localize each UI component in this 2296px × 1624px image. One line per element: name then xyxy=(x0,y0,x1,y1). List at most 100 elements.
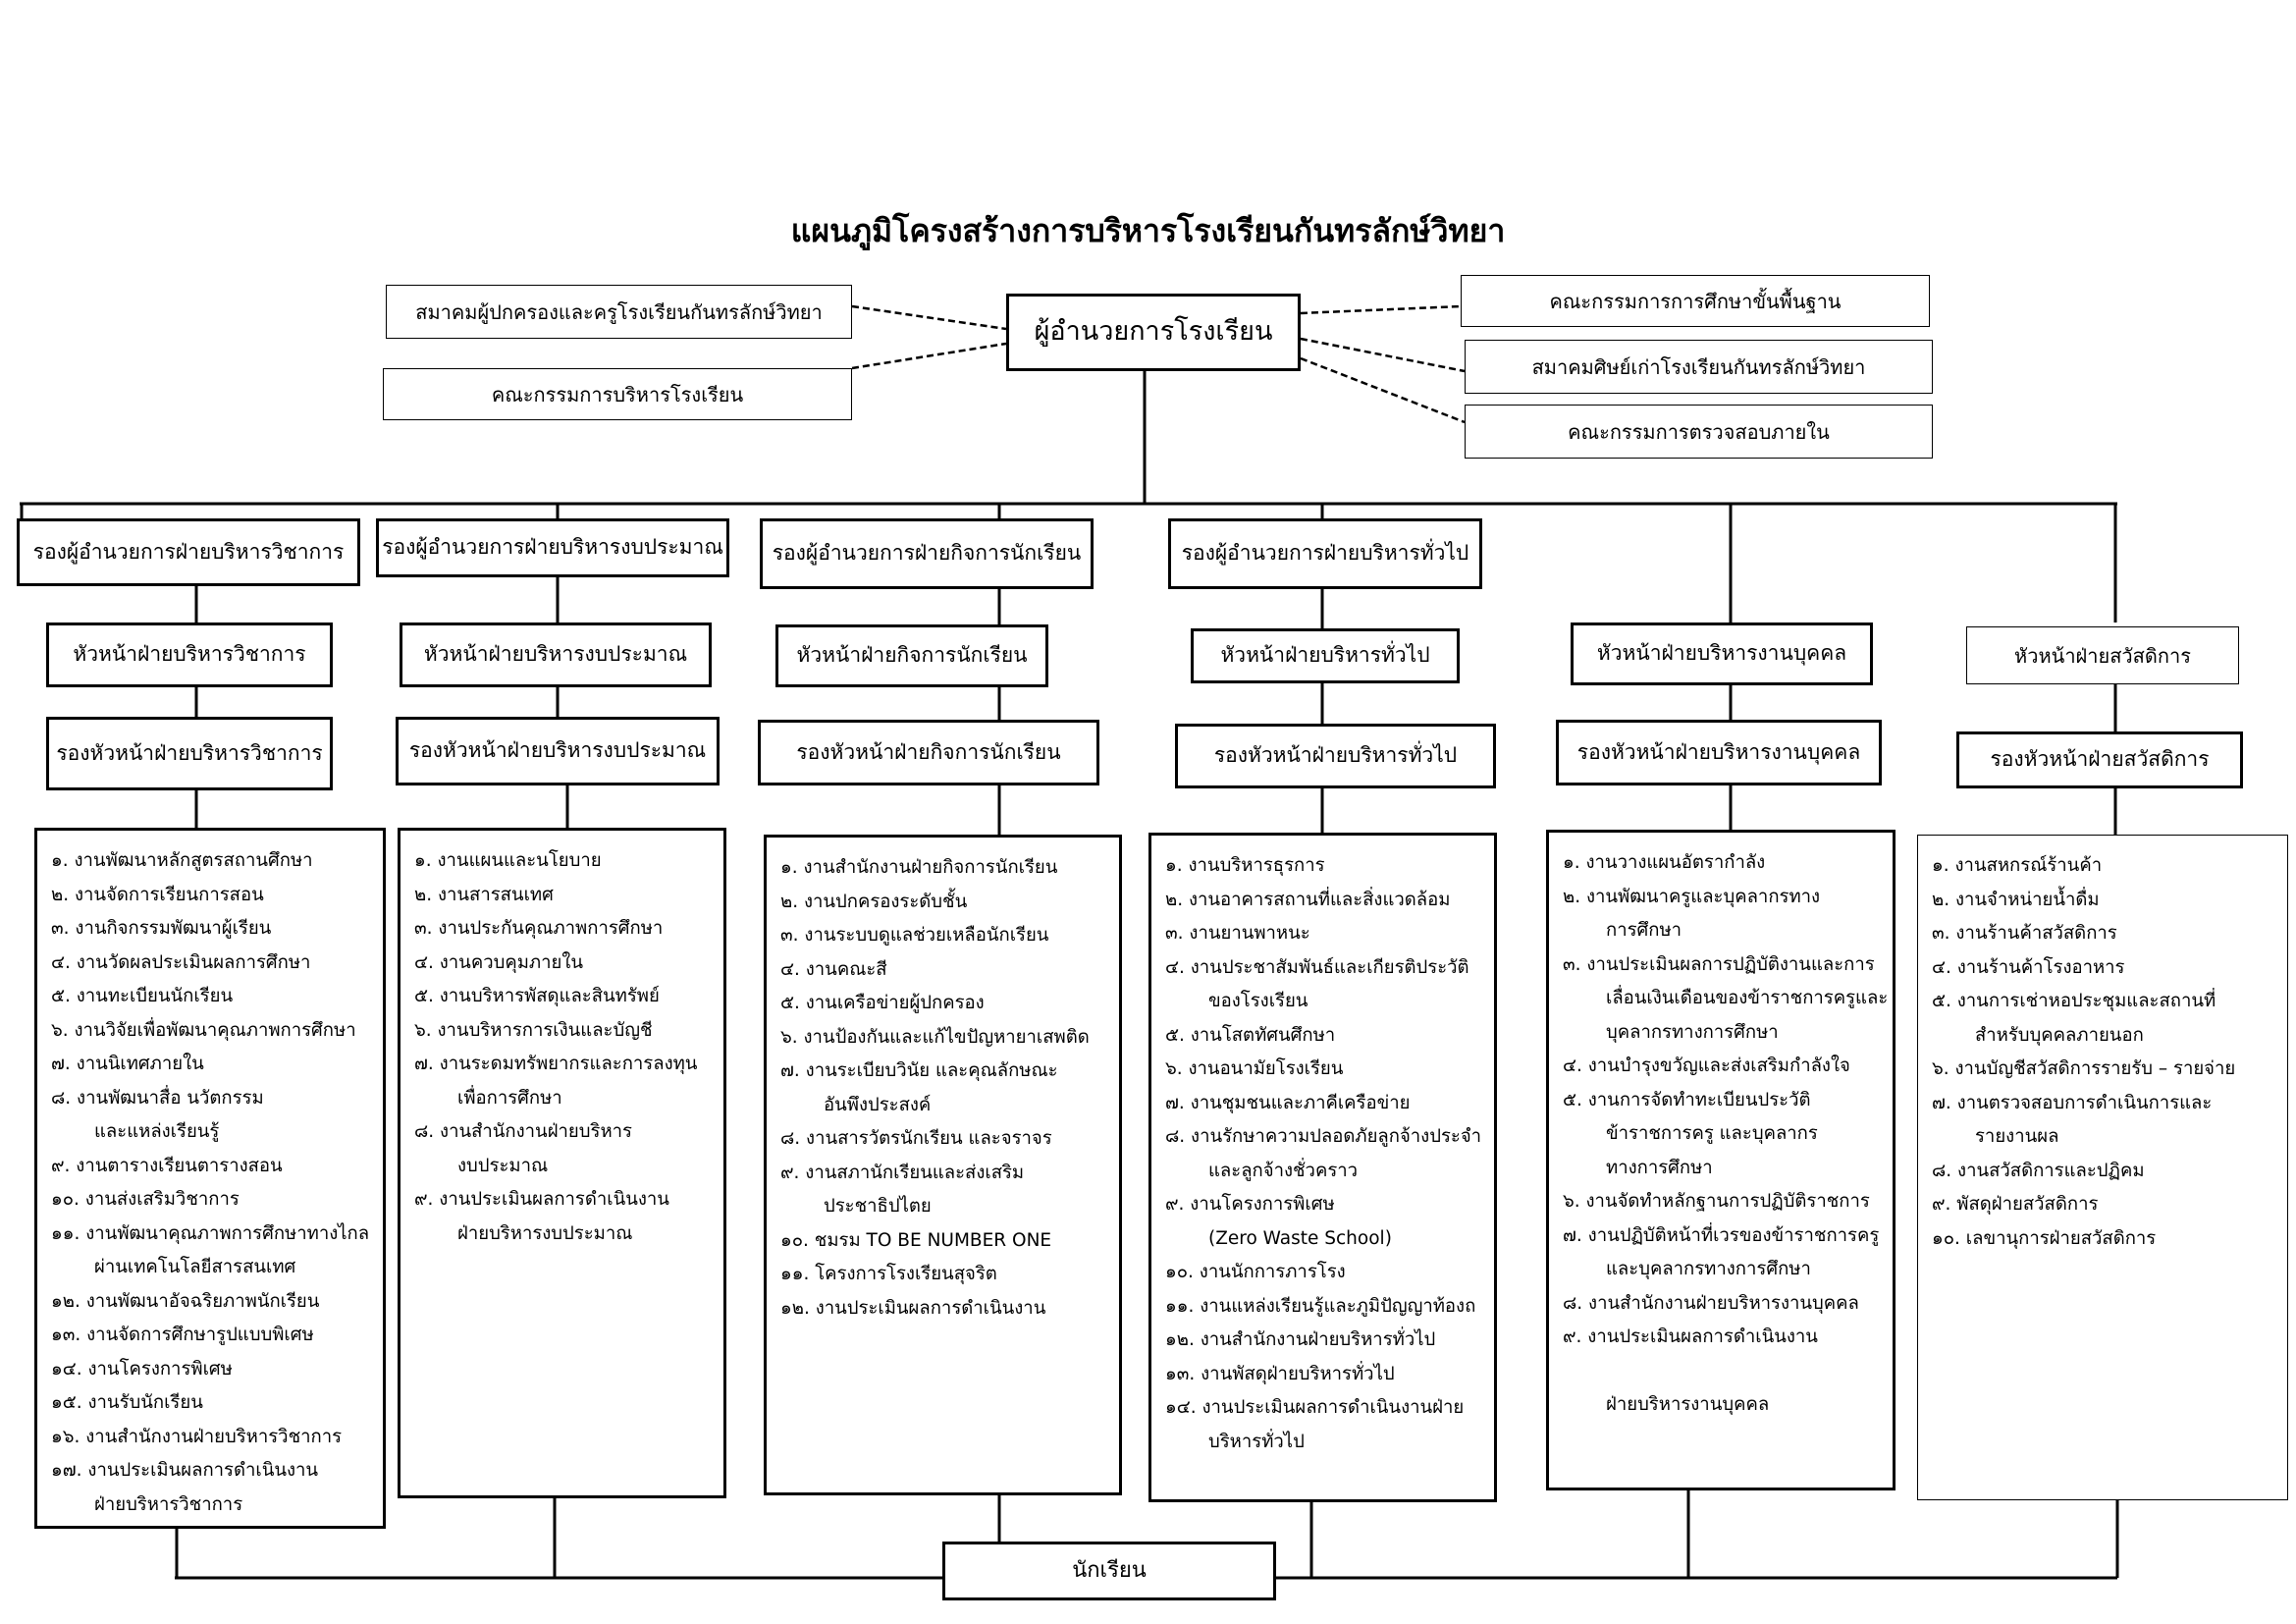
task-item: ๑. งานบริหารธุรการ xyxy=(1165,855,1325,876)
head-welfare: หัวหน้าฝ่ายสวัสดิการ xyxy=(1966,626,2239,684)
task-item: ๑. งานสำนักงานฝ่ายกิจการนักเรียน xyxy=(780,857,1058,878)
task-item: ๕. งานทะเบียนนักเรียน xyxy=(51,986,234,1006)
task-list-academic: ๑. งานพัฒนาหลักสูตรสถานศึกษา๒. งานจัดการ… xyxy=(34,828,386,1529)
head-general-admin: หัวหน้าฝ่ายบริหารทั่วไป xyxy=(1191,628,1460,683)
task-item: ๘. งานสำนักงานฝ่ายบริหาร xyxy=(414,1121,632,1142)
task-item: ๖. งานบริหารการเงินและบัญชี xyxy=(414,1019,653,1041)
task-item: ๘. งานสวัสดิการและปฏิคม xyxy=(1932,1160,2145,1181)
task-item: ๗. งานนิเทศภายใน xyxy=(51,1054,204,1074)
task-item: ๒. งานสารสนเทศ xyxy=(414,884,554,905)
task-item: และลูกจ้างชั่วคราว xyxy=(1208,1160,1359,1181)
alumni-association-box: สมาคมศิษย์เก่าโรงเรียนกันทรลักษ์วิทยา xyxy=(1465,340,1933,394)
deputy-head-academic: รองหัวหน้าฝ่ายบริหารวิชาการ xyxy=(46,717,333,790)
task-item: ๕. งานการจัดทำทะเบียนประวัติ xyxy=(1563,1089,1811,1110)
task-item: ๘. งานพัฒนาสื่อ นวัตกรรม xyxy=(51,1087,264,1109)
task-item: ๑๒. งานประเมินผลการดำเนินงาน xyxy=(780,1297,1046,1319)
task-item: ๙. งานประเมินผลการดำเนินงาน xyxy=(414,1189,669,1210)
task-item: ๑๕. งานรับนักเรียน xyxy=(51,1392,203,1413)
task-item: ๔. งานบำรุงขวัญและส่งเสริมกำลังใจ xyxy=(1563,1056,1850,1076)
task-item: ๑๒. งานสำนักงานฝ่ายบริหารทั่วไป xyxy=(1165,1329,1436,1350)
director-box: ผู้อำนวยการโรงเรียน xyxy=(1006,294,1301,371)
task-item: เพื่อการศึกษา xyxy=(457,1087,562,1109)
deputy-head-general-admin: รองหัวหน้าฝ่ายบริหารทั่วไป xyxy=(1175,724,1496,788)
task-list-student-affairs: ๑. งานสำนักงานฝ่ายกิจการนักเรียน๒. งานปก… xyxy=(764,835,1122,1495)
deputy-director-budget: รองผู้อำนวยการฝ่ายบริหารงบประมาณ xyxy=(376,518,729,577)
task-item: ๑๐. เลขานุการฝ่ายสวัสดิการ xyxy=(1932,1227,2157,1249)
task-item: ๑๑. งานแหล่งเรียนรู้และภูมิปัญญาท้องถ xyxy=(1165,1295,1476,1317)
task-item: และแหล่งเรียนรู้ xyxy=(94,1121,220,1142)
task-item: ๖. งานป้องกันและแก้ไขปัญหายาเสพติด xyxy=(780,1026,1090,1048)
task-item: ๘. งานรักษาความปลอดภัยลูกจ้างประจำ xyxy=(1165,1126,1482,1147)
deputy-head-budget: รองหัวหน้าฝ่ายบริหารงบประมาณ xyxy=(396,717,720,785)
task-item: สำหรับบุคคลภายนอก xyxy=(1975,1024,2144,1046)
task-item: ๗. งานชุมชนและภาคีเครือข่าย xyxy=(1165,1092,1411,1113)
task-item: ๑๔. งานประเมินผลการดำเนินงานฝ่าย xyxy=(1165,1397,1465,1418)
task-item: ๙. งานประเมินผลการดำเนินงาน xyxy=(1563,1326,1818,1347)
task-item: ฝ่ายบริหารงานบุคคล xyxy=(1606,1394,1770,1415)
task-item: ๕. งานโสตทัศนศึกษา xyxy=(1165,1024,1336,1046)
task-item: ๙. งานโครงการพิเศษ xyxy=(1165,1194,1335,1215)
task-item: ข้าราชการครู และบุคลากร xyxy=(1606,1123,1818,1144)
task-item: ๑๔. งานโครงการพิเศษ xyxy=(51,1358,233,1380)
parents-teachers-association-box: สมาคมผู้ปกครองและครูโรงเรียนกันทรลักษ์วิ… xyxy=(386,285,852,339)
task-item: ๑๑. โครงการโรงเรียนสุจริต xyxy=(780,1264,997,1284)
task-item: ๗. งานปฏิบัติหน้าที่เวรของข้าราชการครู xyxy=(1563,1224,1880,1246)
task-item: ๑. งานแผนและนโยบาย xyxy=(414,850,602,871)
task-item: ๑๐. ชมรม TO BE NUMBER ONE xyxy=(780,1229,1052,1251)
task-item: ๒. งานจำหน่ายน้ำดื่ม xyxy=(1932,889,2100,910)
task-item xyxy=(1563,1355,1885,1389)
task-item: ๑. งานพัฒนาหลักสูตรสถานศึกษา xyxy=(51,850,313,871)
task-item: ๑๐. งานส่งเสริมวิชาการ xyxy=(51,1189,240,1210)
task-item: งบประมาณ xyxy=(457,1155,549,1176)
task-item: ๖. งานวิจัยเพื่อพัฒนาคุณภาพการศึกษา xyxy=(51,1019,356,1041)
task-item: ๗. งานระเบียบวินัย และคุณลักษณะ xyxy=(780,1060,1058,1081)
task-item: ๑. งานวางแผนอัตรากำลัง xyxy=(1563,852,1766,873)
task-item: ๘. งานสารวัตรนักเรียน และจราจร xyxy=(780,1128,1052,1149)
task-item: ๕. งานการเช่าหอประชุมและสถานที่ xyxy=(1932,991,2216,1011)
basic-education-committee-box: คณะกรรมการการศึกษาขั้นพื้นฐาน xyxy=(1461,275,1930,327)
task-item: ๖. งานจัดทำหลักฐานการปฏิบัติราชการ xyxy=(1563,1191,1870,1212)
deputy-director-general-admin: รองผู้อำนวยการฝ่ายบริหารทั่วไป xyxy=(1168,518,1482,589)
task-item: ของโรงเรียน xyxy=(1208,991,1308,1011)
task-item: ๗. งานตรวจสอบการดำเนินการและ xyxy=(1932,1092,2213,1113)
task-item: บุคลากรทางการศึกษา xyxy=(1606,1021,1779,1043)
students-box: นักเรียน xyxy=(942,1542,1276,1600)
task-item: ๒. งานอาคารสถานที่และสิ่งแวดล้อม xyxy=(1165,889,1451,910)
task-item: ๕. งานบริหารพัสดุและสินทรัพย์ xyxy=(414,986,660,1006)
task-item: ๗. งานระดมทรัพยากรและการลงทุน xyxy=(414,1054,698,1074)
task-item: ๑๓. งานพัสดุฝ่ายบริหารทั่วไป xyxy=(1165,1363,1395,1384)
task-item: ๑๗. งานประเมินผลการดำเนินงาน xyxy=(51,1460,319,1481)
task-item: ๑๓. งานจัดการศึกษารูปแบบพิเศษ xyxy=(51,1325,314,1345)
deputy-head-welfare: รองหัวหน้าฝ่ายสวัสดิการ xyxy=(1956,731,2243,788)
task-list-welfare: ๑. งานสหกรณ์ร้านค้า๒. งานจำหน่ายน้ำดื่ม๓… xyxy=(1917,835,2288,1500)
task-item: ๔. งานวัดผลประเมินผลการศึกษา xyxy=(51,951,311,973)
task-item: ๖. งานอนามัยโรงเรียน xyxy=(1165,1058,1344,1079)
task-item: ๓. งานกิจกรรมพัฒนาผู้เรียน xyxy=(51,918,272,939)
task-item: ประชาธิปไตย xyxy=(824,1196,932,1217)
task-item: ๓. งานร้านค้าสวัสดิการ xyxy=(1932,923,2117,944)
task-item: รายงานผล xyxy=(1975,1126,2059,1147)
task-list-personnel: ๑. งานวางแผนอัตรากำลัง๒. งานพัฒนาครูและบ… xyxy=(1546,830,1896,1490)
head-academic: หัวหน้าฝ่ายบริหารวิชาการ xyxy=(46,623,333,687)
deputy-head-student-affairs: รองหัวหน้าฝ่ายกิจการนักเรียน xyxy=(758,720,1099,785)
task-item: ๔. งานคณะสี xyxy=(780,958,887,980)
task-item: ๓. งานระบบดูแลช่วยเหลือนักเรียน xyxy=(780,925,1049,946)
chart-title: แผนภูมิโครงสร้างการบริหารโรงเรียนกันทรลั… xyxy=(790,212,1506,249)
task-list-general-admin: ๑. งานบริหารธุรการ๒. งานอาคารสถานที่และส… xyxy=(1148,833,1497,1502)
task-item: เลื่อนเงินเดือนของข้าราชการครูและ xyxy=(1606,988,1889,1008)
task-item: ๓. งานยานพาหนะ xyxy=(1165,923,1310,944)
task-item: ๒. งานปกครองระดับชั้น xyxy=(780,891,968,912)
deputy-director-academic: รองผู้อำนวยการฝ่ายบริหารวิชาการ xyxy=(17,518,360,586)
task-item: และบุคลากรทางการศึกษา xyxy=(1606,1259,1811,1279)
task-list-budget: ๑. งานแผนและนโยบาย๒. งานสารสนเทศ๓. งานปร… xyxy=(398,828,726,1498)
task-item: บริหารทั่วไป xyxy=(1208,1431,1305,1452)
task-item: ๒. งานจัดการเรียนการสอน xyxy=(51,884,264,905)
task-item: ๘. งานสำนักงานฝ่ายบริหารงานบุคคล xyxy=(1563,1292,1859,1314)
task-item: ๙. งานตารางเรียนตารางสอน xyxy=(51,1155,283,1176)
task-item: ๑. งานสหกรณ์ร้านค้า xyxy=(1932,855,2103,876)
task-item: การศึกษา xyxy=(1606,920,1682,941)
task-item: ๑๖. งานสำนักงานฝ่ายบริหารวิชาการ xyxy=(51,1426,343,1447)
head-budget: หัวหน้าฝ่ายบริหารงบประมาณ xyxy=(400,623,712,687)
deputy-director-student-affairs: รองผู้อำนวยการฝ่ายกิจการนักเรียน xyxy=(760,518,1094,589)
